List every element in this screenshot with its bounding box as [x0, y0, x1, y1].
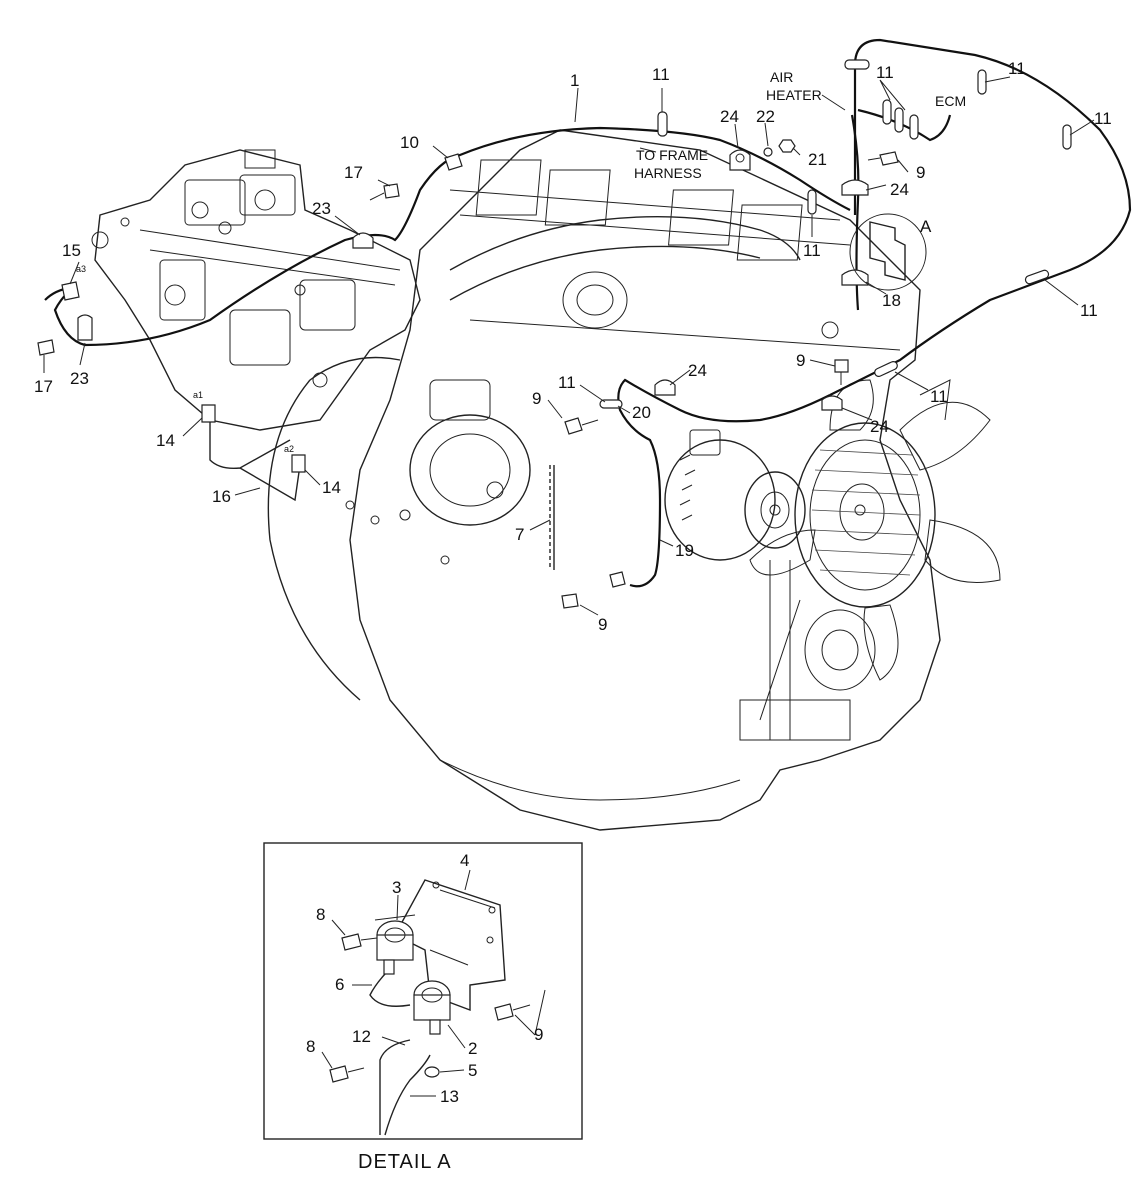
callout-harness: HARNESS — [634, 165, 702, 181]
label-part-9: 9 — [598, 615, 607, 634]
wire-harness — [44, 38, 1132, 588]
label-part-19: 19 — [675, 541, 694, 560]
label-part-9: 9 — [796, 351, 805, 370]
label-part-21: 21 — [808, 150, 827, 169]
label-part-24: 24 — [688, 361, 707, 380]
engine-block — [267, 129, 941, 831]
label-part-14: 14 — [322, 478, 341, 497]
label-part-11: 11 — [1094, 109, 1112, 128]
label-part-14: 14 — [156, 431, 175, 450]
label-part-11: 11 — [930, 387, 948, 406]
callout-text: TO FRAME HARNESS AIR HEATER ECM — [634, 69, 966, 181]
label-part-11: 11 — [803, 241, 821, 260]
label-part-9: 9 — [534, 1025, 543, 1044]
label-part-11: 11 — [652, 65, 670, 84]
label-part-18: 18 — [882, 291, 901, 310]
label-part-17: 17 — [344, 163, 363, 182]
label-part-15: 15 — [62, 241, 81, 260]
leader-lines — [43, 76, 1095, 616]
port-mark-a3: a3 — [76, 264, 86, 274]
label-part-11: 11 — [558, 373, 576, 392]
label-part-8: 8 — [316, 905, 325, 924]
label-part-24: 24 — [870, 417, 889, 436]
label-detail-ref: A — [920, 217, 932, 236]
label-part-10: 10 — [400, 133, 419, 152]
callout-heater: HEATER — [766, 87, 822, 103]
label-part-2: 2 — [468, 1039, 477, 1058]
label-part-3: 3 — [392, 878, 401, 897]
harness-clamps — [599, 59, 1072, 409]
label-part-23: 23 — [312, 199, 331, 218]
hydraulic-pump-assembly — [91, 149, 421, 431]
port-mark-a2: a2 — [284, 444, 294, 454]
label-part-5: 5 — [468, 1061, 477, 1080]
label-part-17: 17 — [34, 377, 53, 396]
callout-air: AIR — [770, 69, 793, 85]
label-part-6: 6 — [335, 975, 344, 994]
label-part-9: 9 — [916, 163, 925, 182]
label-part-11: 11 — [1080, 301, 1098, 320]
label-part-16: 16 — [212, 487, 231, 506]
label-part-11: 11 — [876, 63, 894, 82]
label-part-11: 11 — [1008, 59, 1026, 78]
label-part-23: 23 — [70, 369, 89, 388]
label-part-24: 24 — [890, 180, 909, 199]
port-marks: a3 a1 a2 — [76, 264, 294, 454]
label-part-4: 4 — [460, 851, 469, 870]
label-part-22: 22 — [756, 107, 775, 126]
detail-a: 4 3 8 6 12 8 2 5 13 9 — [263, 842, 583, 1140]
label-part-1: 1 — [570, 71, 579, 90]
part-labels: 1 11 10 17 23 24 22 21 9 24 11 A 18 11 1… — [34, 59, 1112, 634]
alternator — [664, 429, 806, 561]
callout-to-frame: TO FRAME — [636, 147, 708, 163]
label-part-24: 24 — [720, 107, 739, 126]
cable-clamps — [37, 139, 927, 609]
label-part-12: 12 — [352, 1027, 371, 1046]
label-part-13: 13 — [440, 1087, 459, 1106]
label-part-20: 20 — [632, 403, 651, 422]
label-part-9: 9 — [532, 389, 541, 408]
label-part-8: 8 — [306, 1037, 315, 1056]
label-part-7: 7 — [515, 525, 524, 544]
callout-ecm: ECM — [935, 93, 966, 109]
port-mark-a1: a1 — [193, 390, 203, 400]
detail-a-title: DETAIL A — [358, 1151, 452, 1173]
